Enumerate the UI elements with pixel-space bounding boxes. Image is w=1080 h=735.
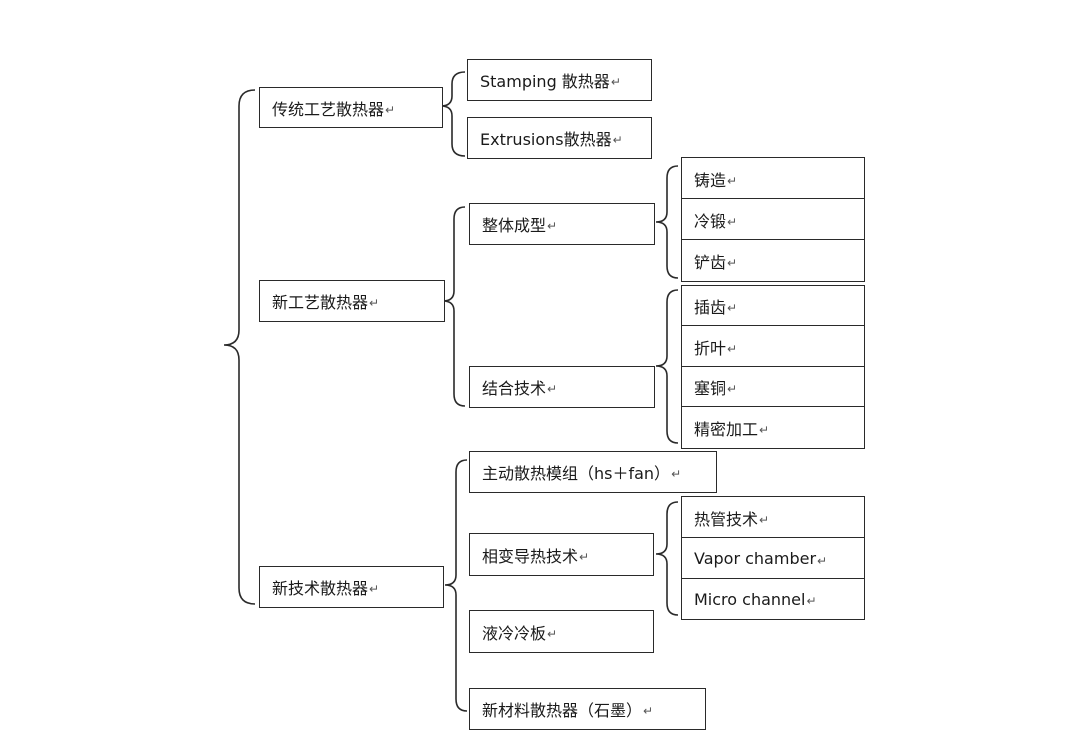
return-mark-icon: ↵ (369, 296, 380, 310)
new-process-brace (442, 206, 466, 407)
node-traditional-heatsink: 传统工艺散热器↵ (259, 87, 443, 128)
node-stamping-heatsink: Stamping 散热器↵ (467, 59, 652, 101)
return-mark-icon: ↵ (759, 422, 770, 437)
return-mark-icon: ↵ (369, 582, 380, 596)
node-active-cooling-module: 主动散热模组（hs＋fan）↵ (469, 451, 717, 493)
combined-brace (655, 289, 679, 444)
return-mark-icon: ↵ (727, 214, 738, 229)
node-phase-change-technology: 相变导热技术↵ (469, 533, 654, 576)
node-liquid-cold-plate: 液冷冷板↵ (469, 610, 654, 653)
return-mark-icon: ↵ (612, 133, 623, 147)
traditional-brace (440, 71, 466, 157)
phase-change-brace (655, 501, 679, 616)
node-extrusions-heatsink: Extrusions散热器↵ (467, 117, 652, 159)
return-mark-icon: ↵ (671, 467, 682, 481)
node-skiving: 铲齿↵ (681, 239, 865, 282)
return-mark-icon: ↵ (817, 553, 828, 568)
node-vapor-chamber: Vapor chamber↵ (681, 537, 865, 580)
return-mark-icon: ↵ (727, 382, 738, 396)
node-casting: 铸造↵ (681, 157, 865, 200)
node-folded-fin: 折叶↵ (681, 325, 865, 368)
return-mark-icon: ↵ (610, 75, 621, 89)
node-copper-insert: 塞铜↵ (681, 366, 865, 408)
return-mark-icon: ↵ (643, 704, 654, 718)
node-fin-insertion: 插齿↵ (681, 285, 865, 327)
return-mark-icon: ↵ (385, 102, 396, 117)
return-mark-icon: ↵ (727, 301, 738, 315)
return-mark-icon: ↵ (547, 626, 558, 641)
return-mark-icon: ↵ (547, 219, 558, 233)
return-mark-icon: ↵ (806, 594, 817, 608)
return-mark-icon: ↵ (727, 173, 738, 188)
node-micro-channel: Micro channel↵ (681, 578, 865, 620)
node-heat-pipe: 热管技术↵ (681, 496, 865, 539)
return-mark-icon: ↵ (727, 255, 738, 270)
return-mark-icon: ↵ (727, 341, 738, 356)
new-tech-brace (444, 459, 468, 712)
node-precision-machining: 精密加工↵ (681, 406, 865, 449)
root-brace (223, 89, 256, 605)
node-new-material-heatsink: 新材料散热器（石墨）↵ (469, 688, 706, 730)
node-integral-forming: 整体成型↵ (469, 203, 655, 245)
integral-brace (655, 165, 679, 279)
return-mark-icon: ↵ (579, 549, 590, 564)
node-combined-technology: 结合技术↵ (469, 366, 655, 408)
return-mark-icon: ↵ (759, 512, 770, 527)
return-mark-icon: ↵ (547, 382, 558, 396)
node-new-process-heatsink: 新工艺散热器↵ (259, 280, 445, 322)
node-cold-forging: 冷锻↵ (681, 198, 865, 241)
node-new-tech-heatsink: 新技术散热器↵ (259, 566, 444, 608)
